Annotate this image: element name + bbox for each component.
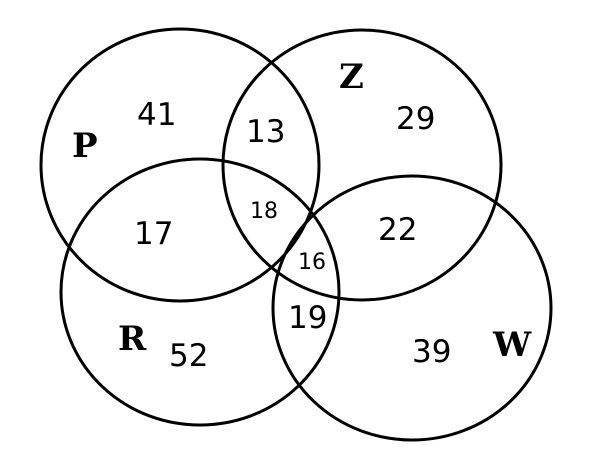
region-z-r-w: 16 [298, 250, 326, 275]
region-p-r: 17 [134, 216, 173, 252]
set-label-r: R [118, 319, 147, 359]
region-p-only: 41 [137, 97, 176, 133]
circle-r [59, 157, 341, 427]
circle-z [221, 28, 503, 302]
set-label-z: Z [339, 57, 364, 97]
region-z-only: 29 [396, 101, 435, 137]
region-r-only: 52 [169, 338, 208, 374]
region-p-z-r: 18 [250, 199, 278, 224]
set-label-p: P [72, 126, 98, 166]
region-z-w: 22 [378, 212, 417, 248]
region-p-z: 13 [246, 114, 285, 150]
region-w-only: 39 [412, 334, 451, 370]
circle-w [271, 174, 553, 442]
set-label-w: W [492, 325, 532, 365]
region-r-w: 19 [288, 300, 327, 336]
circle-p [39, 27, 321, 303]
